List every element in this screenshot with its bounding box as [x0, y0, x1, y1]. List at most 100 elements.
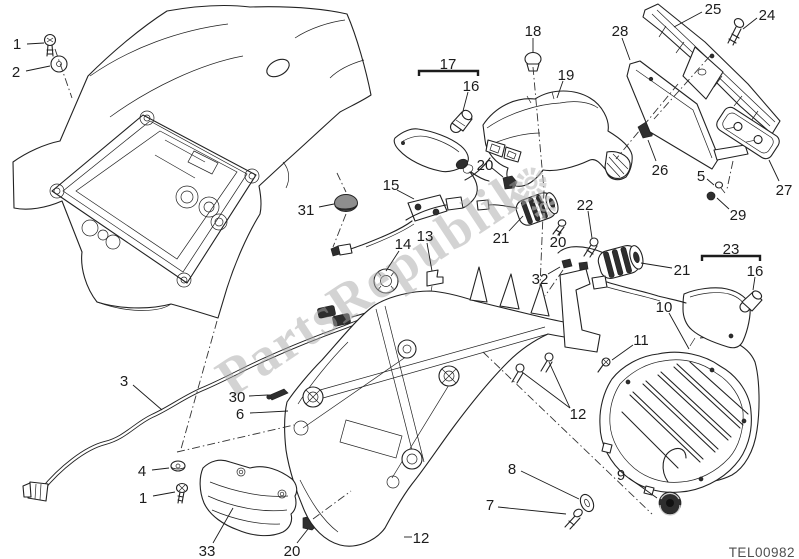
leader-line-22	[587, 210, 593, 239]
callout-number-6: 6	[236, 406, 244, 423]
tail-light-lens-10	[599, 336, 760, 496]
callout-number-21b: 21	[674, 262, 691, 279]
leader-line-1a	[26, 42, 45, 45]
washer-icon	[50, 55, 68, 73]
damper-21-lower	[597, 244, 644, 280]
callout-number-16b: 16	[747, 263, 764, 280]
leader-line-15	[396, 189, 415, 200]
leader-line-4	[151, 467, 170, 471]
screw-icon-bottom	[175, 482, 189, 504]
nut-29	[706, 191, 716, 201]
group-bar-23	[700, 254, 762, 261]
callout-number-30: 30	[229, 389, 246, 406]
callout-number-26: 26	[652, 162, 669, 179]
reflector-27	[716, 106, 780, 160]
wiring-right-indicator	[557, 246, 687, 304]
body-side-bracket	[559, 268, 601, 353]
callout-number-13: 13	[417, 228, 434, 245]
bulb-16-right	[739, 290, 763, 313]
parts-layer	[12, 3, 781, 547]
bulb-16-left	[449, 109, 473, 134]
callout-number-14: 14	[395, 236, 412, 253]
screw-22	[583, 237, 599, 258]
screw-5	[714, 181, 726, 194]
callout-number-24: 24	[759, 7, 776, 24]
callout-number-4: 4	[138, 463, 146, 480]
leader-line-31	[318, 203, 335, 208]
plate-holder-body-6	[284, 266, 601, 547]
callout-number-20a: 20	[477, 157, 494, 174]
callout-number-3: 3	[120, 373, 128, 390]
grommet-31	[334, 194, 358, 212]
callout-number-2: 2	[12, 64, 20, 81]
leader-line-14	[385, 250, 400, 272]
housing-mount-foot	[604, 151, 631, 179]
callout-number-23: 23	[723, 241, 740, 258]
leader-line-20b	[558, 230, 562, 237]
callout-number-29: 29	[730, 207, 747, 224]
callout-number-8: 8	[508, 461, 516, 478]
screw-icon-top	[43, 33, 57, 57]
leader-line-30	[248, 394, 269, 397]
leader-line-27	[768, 159, 780, 182]
callout-number-12b: 12	[413, 530, 430, 547]
leader-line-26	[647, 139, 657, 162]
callout-number-20b: 20	[550, 234, 567, 251]
bulb-18	[524, 51, 542, 72]
leader-line-8	[520, 470, 580, 500]
leader-line-13	[426, 242, 433, 272]
leader-line-21b	[640, 262, 673, 269]
leader-line-24	[742, 17, 758, 30]
callout-number-32: 32	[532, 271, 549, 288]
leader-line-3	[132, 384, 163, 411]
callout-number-25: 25	[705, 1, 722, 18]
group-bar-17	[417, 69, 480, 76]
clips-32	[561, 258, 589, 271]
tail-light-housing-19	[482, 90, 633, 187]
leader-line-20c	[296, 528, 309, 544]
callout-number-10: 10	[656, 299, 673, 316]
turn-indicator-right	[682, 287, 751, 349]
screw-24	[727, 18, 745, 46]
callout-number-19: 19	[558, 67, 575, 84]
callout-number-17: 17	[440, 56, 457, 73]
diagram-code: TEL00982	[729, 545, 795, 559]
cable-clip-20-upper	[502, 175, 518, 190]
leader-line-20a	[491, 167, 504, 178]
leader-line-29	[716, 197, 730, 210]
callout-number-15: 15	[383, 177, 400, 194]
callout-number-28: 28	[612, 23, 629, 40]
screw-20-upper-right	[552, 219, 567, 236]
plate-panel-28	[626, 60, 749, 170]
relay-15	[330, 194, 448, 257]
callout-number-9: 9	[617, 467, 625, 484]
callout-number-12a: 12	[570, 406, 587, 423]
grommet-14	[373, 268, 399, 294]
grommet-9	[658, 491, 682, 516]
rack-hand-hole	[266, 58, 290, 78]
pin-30	[266, 388, 289, 401]
rear-rack-part	[12, 5, 372, 319]
callout-number-27: 27	[776, 182, 793, 199]
screw-7	[564, 508, 583, 530]
leader-line-2	[25, 65, 51, 72]
leader-line-9	[628, 477, 658, 499]
leader-line-11	[611, 344, 634, 361]
construction-lines	[54, 48, 734, 520]
plate-light-cover-33	[199, 459, 298, 537]
washer-8	[579, 493, 595, 513]
leader-line-5	[706, 178, 715, 186]
leader-line-19	[556, 80, 564, 99]
callout-number-18: 18	[525, 23, 542, 40]
leader-line-7	[497, 506, 567, 515]
callout-number-5: 5	[697, 168, 705, 185]
leader-line-1b	[152, 491, 176, 497]
leader-line-25	[673, 11, 703, 28]
leader-line-32	[547, 266, 561, 275]
leader-line-10	[668, 312, 690, 350]
callout-number-16a: 16	[463, 78, 480, 95]
turn-indicator-left	[393, 128, 490, 182]
